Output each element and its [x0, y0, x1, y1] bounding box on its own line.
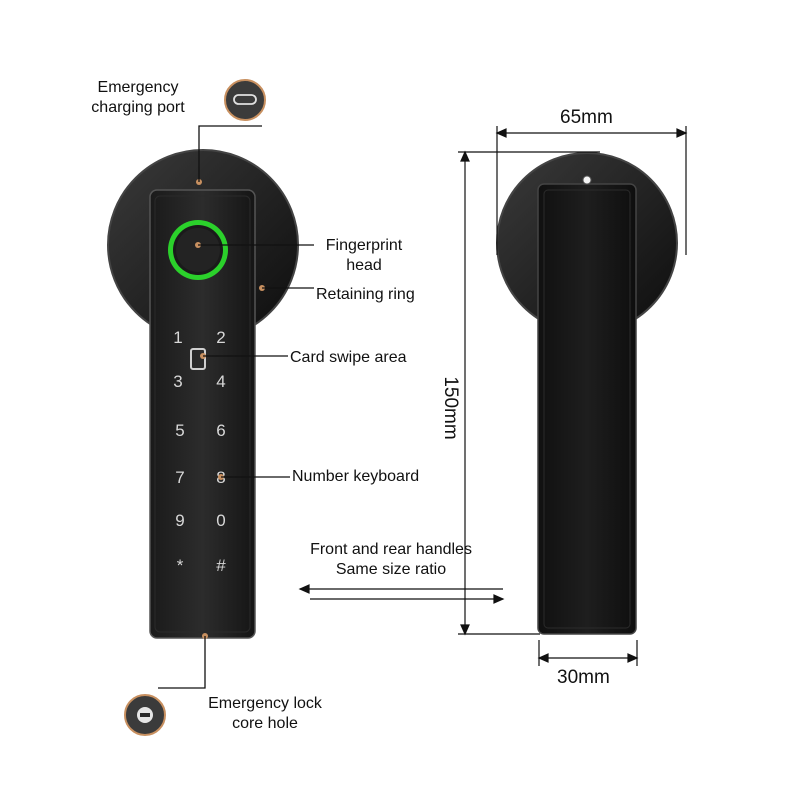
key: 1 — [173, 328, 182, 347]
width-dimension — [495, 126, 688, 255]
key: # — [216, 556, 226, 575]
rear-screw-hole — [582, 175, 592, 185]
key: 0 — [216, 511, 225, 530]
depth-dimension — [537, 640, 639, 666]
key: * — [177, 556, 184, 575]
charging-port-inset — [224, 79, 266, 121]
number-keyboard-label: Number keyboard — [292, 468, 420, 485]
key: 5 — [175, 421, 184, 440]
key: 3 — [173, 372, 182, 391]
key: 7 — [175, 468, 184, 487]
rear-handle-body — [537, 183, 637, 635]
height-dimension — [458, 150, 600, 636]
card-swipe-label: Card swipe area — [290, 349, 407, 366]
lock-core-inset — [124, 694, 166, 736]
fingerprint-label: Fingerprint head — [325, 237, 403, 274]
key: 2 — [216, 328, 225, 347]
ratio-arrows — [298, 584, 505, 604]
card-swipe-icon — [190, 348, 206, 370]
key: 9 — [175, 511, 184, 530]
charging-port-label: Emergency charging port — [91, 79, 185, 116]
retaining-ring-label: Retaining ring — [316, 286, 415, 303]
width-dimension-label: 65mm — [560, 107, 613, 128]
ratio-note: Front and rear handles Same size ratio — [310, 541, 472, 578]
height-dimension-label: 150mm — [440, 376, 461, 439]
key: 6 — [216, 421, 225, 440]
lock-core-label: Emergency lock core hole — [208, 695, 322, 732]
front-handle-body — [149, 189, 256, 639]
key: 4 — [216, 372, 225, 391]
depth-dimension-label: 30mm — [557, 667, 610, 688]
